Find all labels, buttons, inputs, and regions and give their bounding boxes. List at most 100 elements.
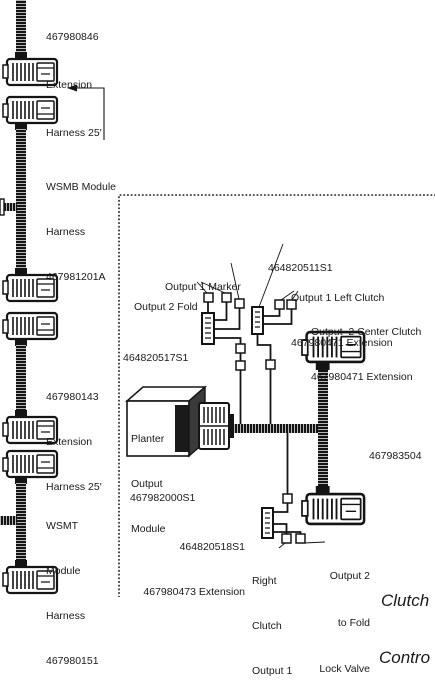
- connector-464820517S1-ribs: [205, 317, 211, 339]
- terminal-output-1-marker: [234, 298, 245, 309]
- label-line: Clutch: [252, 620, 282, 632]
- harness-branch-upper-end: [0, 198, 5, 216]
- detail-frame: [118, 194, 435, 597]
- label-output-1-left-clutch: Output 1 Left Clutch 467980471 Extension: [291, 261, 393, 366]
- label-part-number: 464820511S1: [268, 262, 333, 274]
- detail-title-line: Clutch: [381, 591, 430, 610]
- label-line: Lock Valve: [319, 663, 370, 675]
- label-464820518S1: 464820518S1 467980473 Extension: [133, 510, 245, 615]
- arrow-head: [67, 84, 77, 92]
- control-harness-467983504: [232, 330, 366, 526]
- label-line: WSMT: [46, 520, 79, 532]
- module-connector-ribs: [199, 407, 229, 445]
- wires-464820511S1: [256, 309, 293, 424]
- wires-464820518S1: [273, 433, 302, 534]
- detail-arrow: [67, 84, 105, 140]
- label-line: Output 1 Left Clutch: [291, 292, 385, 304]
- label-line: Output 1: [252, 665, 293, 677]
- label-467983504: 467983504: [369, 419, 422, 479]
- control-harness-bottom-connector: [300, 484, 366, 526]
- terminal-extension-c: [265, 359, 276, 370]
- leader-output-1-left-clutch: [280, 290, 299, 301]
- terminal-output-1-left-clutch-b: [286, 299, 297, 310]
- detail-title-line: Contro: [379, 648, 431, 667]
- connector-464820511S1-ribs: [255, 311, 260, 328]
- label-467980143-extension-harness: 467980143 Extension Harness 25': [46, 360, 102, 510]
- label-part-number: 467982000S1: [130, 492, 196, 504]
- label-464820517S1: 464820517S1: [123, 321, 188, 381]
- module-connector-boot: [228, 414, 234, 438]
- label-467982000S1: 467982000S1: [130, 461, 195, 521]
- connector-464820511S1: [251, 306, 264, 335]
- label-right-clutch-output-1: Right Clutch Output 1: [252, 544, 292, 694]
- label-part-number: 467980846: [46, 31, 99, 43]
- label-line: Harness: [46, 610, 86, 622]
- label-part-number: 464820517S1: [123, 352, 189, 364]
- module-socket-panel: [175, 405, 189, 452]
- label-line: Planter: [131, 433, 165, 445]
- label-part-number: 464820518S1: [179, 541, 245, 553]
- harness-branch-upper: [0, 203, 17, 211]
- label-line: Extension: [46, 436, 93, 448]
- cluster-464820517S1: [201, 292, 246, 424]
- label-line: Output 2 Center Clutch: [311, 326, 422, 338]
- cluster-464820518S1: [261, 433, 306, 544]
- cluster-464820511S1: [251, 299, 297, 424]
- left-harness-run: [0, 0, 59, 595]
- control-harness-horizontal: [232, 424, 324, 433]
- label-part-number: 467980143: [46, 391, 99, 403]
- label-line: 467980471 Extension: [291, 337, 393, 349]
- label-line: Module: [131, 523, 166, 535]
- control-harness-vertical: [318, 366, 328, 488]
- label-line: to Fold: [337, 616, 370, 629]
- leader-output-1-marker: [230, 262, 240, 300]
- label-line: Harness 25': [46, 127, 102, 139]
- label-wsmt-module-harness: WSMT Module Harness 467980151: [46, 489, 99, 684]
- label-output-2-center-clutch: Output 2 Center Clutch 467980471 Extensi…: [311, 295, 421, 400]
- label-part-number: 467983504: [369, 450, 422, 462]
- terminal-output-2-fold-b: [221, 292, 232, 303]
- label-467980846-extension-harness: 467980846 Extension Harness 25': [46, 0, 102, 157]
- label-line: Extension: [46, 79, 93, 91]
- wiring-diagram: [0, 0, 435, 597]
- label-line: 467980473 Extension: [143, 586, 245, 598]
- label-output-2-fold-lock-valve: Output 2 to Fold Lock Valve: [296, 538, 370, 693]
- terminal-output-1-left-clutch-a: [274, 299, 285, 310]
- terminal-output-2-fold-a: [203, 292, 214, 303]
- harness-segment-wsmt: [16, 482, 26, 564]
- leader-464820511S1: [258, 243, 284, 308]
- harness-segment-wsmb: [16, 128, 26, 272]
- leader-output-2-fold-lock-valve: [303, 541, 326, 544]
- harness-segment-top: [16, 0, 26, 55]
- leader-output-2-fold: [196, 281, 226, 294]
- label-line: Right: [252, 575, 277, 587]
- label-line: Harness: [46, 226, 86, 238]
- terminal-output-2-fold-lock-valve: [295, 533, 306, 544]
- planter-output-module: [125, 385, 234, 458]
- leader-lines: [196, 243, 326, 549]
- label-line: Harness 25': [46, 481, 102, 493]
- connector-receptacle-2: [1, 311, 59, 348]
- connector-464820518S1-ribs: [265, 512, 270, 534]
- harness-branch-lower: [0, 516, 17, 525]
- label-line: Output 1 Marker: [165, 281, 241, 293]
- label-line: Output 2 Fold: [134, 301, 198, 313]
- label-part-number: 467980151: [46, 655, 99, 667]
- terminal-extension-d: [282, 493, 293, 504]
- label-planter-output-module: Planter Output Module: [131, 402, 165, 552]
- label-464820511S1: 464820511S1: [268, 231, 333, 291]
- terminal-right-clutch-output-1: [281, 533, 292, 544]
- label-line: Module: [46, 565, 81, 577]
- label-line: 467980471 Extension: [311, 371, 413, 383]
- label-output-2-fold: Output 2 Fold: [134, 270, 198, 330]
- label-output-1-marker: Output 1 Marker: [165, 250, 241, 310]
- terminal-extension-b: [235, 360, 246, 371]
- wires-464820517S1: [207, 302, 242, 424]
- label-line: Output: [131, 478, 163, 490]
- harness-segment-extension: [16, 344, 26, 414]
- arrow-line: [73, 87, 105, 140]
- label-wsmb-module-harness: WSMB Module Harness 467981201A: [46, 150, 116, 300]
- label-line: Output 2: [329, 570, 370, 582]
- label-part-number: 467981201A: [46, 271, 106, 283]
- terminal-extension-a: [235, 343, 246, 354]
